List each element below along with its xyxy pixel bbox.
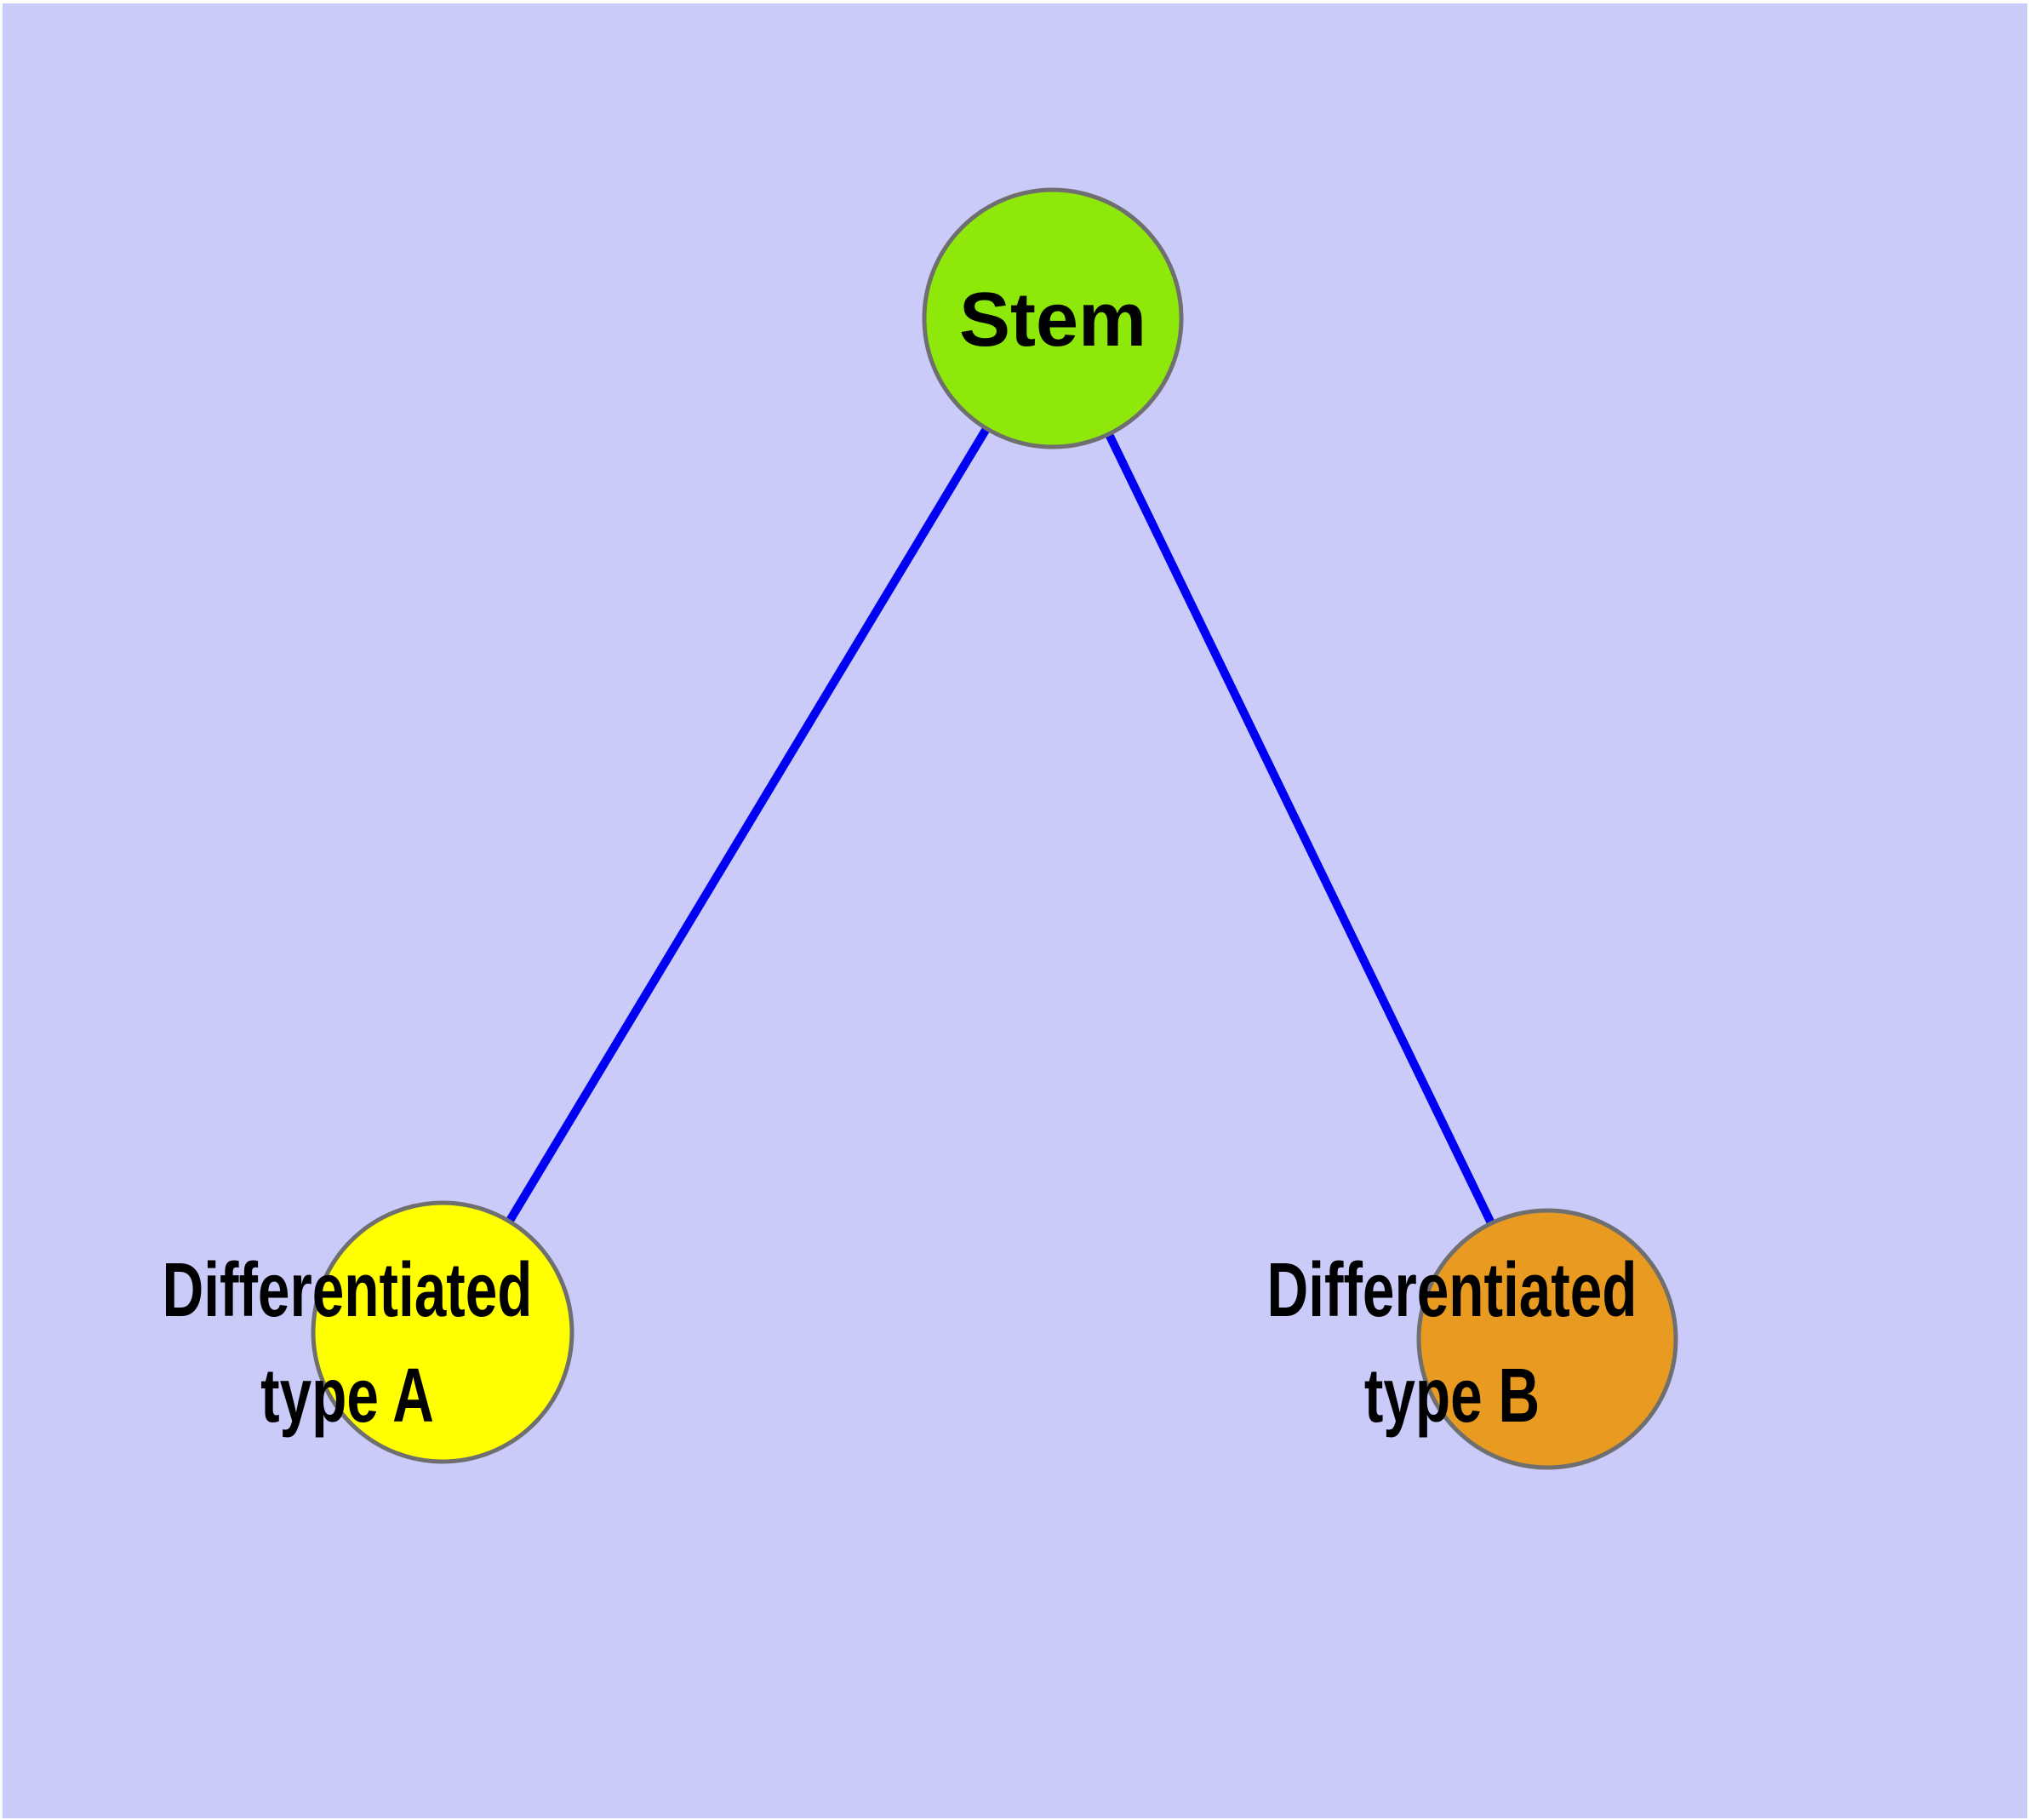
edge-stem-to-type-b (1049, 316, 1552, 1342)
node-type-b-label: Differentiated type B (1266, 1248, 1637, 1439)
node-stem-circle (922, 187, 1184, 449)
node-type-a-label: Differentiated type A (162, 1248, 533, 1439)
edge-stem-to-type-a (438, 316, 1057, 1335)
node-type-a-circle (311, 1200, 574, 1464)
node-type-b-circle (1416, 1208, 1678, 1470)
node-stem-label: Stem (958, 278, 1147, 363)
